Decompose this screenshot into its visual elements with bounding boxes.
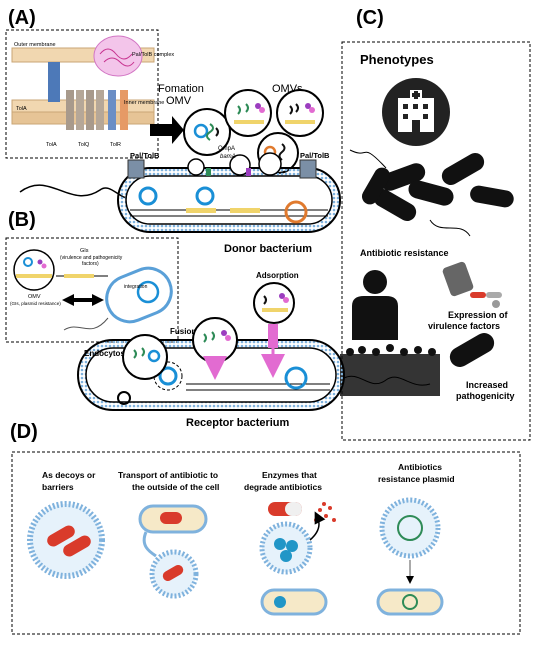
adsorption-vesicle: [253, 282, 295, 378]
plasmid-label-line2: resistance plasmid: [378, 474, 455, 484]
transport-label-line1: Transport of antibiotic to: [118, 470, 218, 480]
tolr-label: TolR: [110, 142, 121, 148]
panel-d-letter: (D): [10, 421, 38, 443]
pathogenicity-label-line1: Increased: [466, 380, 508, 390]
decoy-label-line2: barriers: [42, 482, 74, 492]
receptor-bacterium-label: Receptor bacterium: [186, 417, 290, 429]
enzymes-label-line2: degrade antibiotics: [244, 482, 322, 492]
endocytosis-label: Endocytosis: [84, 349, 132, 358]
bacteria-cluster-icon: [349, 149, 514, 237]
pal-tolb-left-label: Pal/TolB: [130, 151, 160, 160]
fusion-label: Fusion: [170, 327, 196, 336]
donor-bacterium-label: Donor bacterium: [224, 243, 312, 255]
enzymes-label-line1: Enzymes that: [262, 470, 317, 480]
formation-arrow: [150, 116, 184, 144]
pal-tolb-complex-label: Pal/TolB complex: [132, 52, 174, 58]
tolq-label: TolQ: [78, 142, 90, 148]
pal-tolb-right-label: Pal/TolB: [300, 151, 330, 160]
transport-cell-icon: [138, 504, 208, 599]
hospital-icon: [382, 78, 450, 146]
adsorption-label: Adsorption: [256, 271, 299, 280]
endocytosis-vesicle: [122, 334, 168, 380]
formation-label-line2: OMV: [166, 95, 192, 107]
plasmid-vesicle-icon: [376, 497, 444, 616]
gis-sub-label-2: factors): [82, 261, 99, 267]
panel-a-inset: Outer membrane Pal/TolB complex Inner me…: [5, 29, 174, 159]
omv-vesicle-1: [183, 108, 231, 156]
pill-bottle-icon: [442, 261, 502, 308]
enzymes-vesicle-icon: [259, 502, 336, 616]
omv-vesicle-2: [224, 89, 272, 137]
omv-vesicle-3: [276, 89, 324, 137]
antibiotic-resistance-label: Antibiotic resistance: [360, 248, 449, 258]
omv-b-sub-label: (GIs, plasmid resistance): [10, 301, 61, 306]
bama-label: bamA: [220, 154, 236, 160]
formation-label-line1: Fomation: [158, 83, 204, 95]
transport-label-line2: the outside of the cell: [132, 482, 219, 492]
panel-a-letter: (A): [8, 7, 36, 29]
decoy-vesicle-icon: [27, 501, 105, 579]
gis-label: GIs: [80, 248, 89, 254]
panel-c-letter: (C): [356, 7, 384, 29]
omv-b-label: OMV: [28, 294, 41, 300]
panel-c-frame: [341, 41, 531, 441]
phenotypes-title: Phenotypes: [360, 52, 434, 67]
decoy-label-line1: As decoys or: [42, 470, 96, 480]
virulence-label-line2: virulence factors: [428, 321, 500, 331]
outer-membrane-label: Outer membrane: [14, 42, 56, 48]
tola-label: TolA: [16, 106, 27, 112]
donor-bacterium: [19, 152, 341, 233]
person-icon: [352, 270, 398, 340]
crowd-icon: [340, 333, 495, 396]
panel-b-letter: (B): [8, 209, 36, 231]
fusion-vesicle: [192, 317, 238, 380]
plasmid-label-line1: Antibiotics: [398, 462, 442, 472]
virulence-label-line1: Expression of: [448, 310, 509, 320]
tola-label-2: TolA: [46, 142, 57, 148]
integration-label: integration: [124, 284, 148, 290]
inner-membrane-label: Inner membrane: [124, 100, 164, 106]
gis-sub-label-1: (virulence and pathogenicity: [60, 255, 123, 261]
panel-b-inset: GIs (virulence and pathogenicity factors…: [5, 237, 179, 343]
pathogenicity-label-line2: pathogenicity: [456, 391, 515, 401]
ompa-label: OmpA: [218, 146, 235, 152]
